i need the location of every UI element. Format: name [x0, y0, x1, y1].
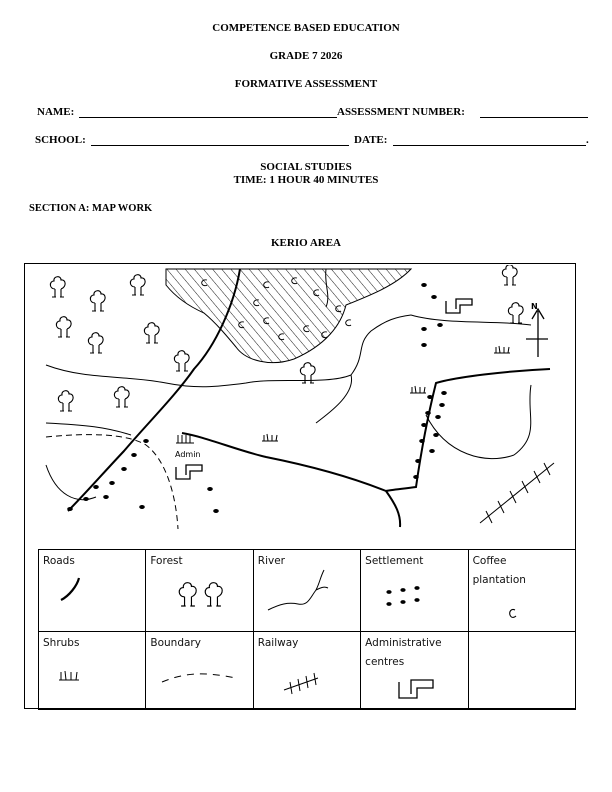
map-title: KERIO AREA — [271, 237, 341, 249]
key-label-admin: Administrative centres — [365, 637, 442, 668]
key-cell-forest: Forest — [145, 549, 254, 632]
section-title: SECTION A: MAP WORK — [29, 203, 153, 214]
date-label: DATE: — [354, 134, 388, 146]
header-title: COMPETENCE BASED EDUCATION — [212, 22, 400, 34]
key-cell-boundary: Boundary — [145, 631, 254, 710]
railway-symbol-icon — [283, 672, 318, 695]
key-cell-shrubs: Shrubs — [37, 631, 147, 710]
key-cell-settlement: Settlement — [360, 549, 469, 632]
shrub-symbol-icon — [59, 670, 79, 681]
date-end-mark: . — [586, 134, 589, 146]
road-symbol-icon — [60, 577, 81, 601]
railway — [479, 462, 555, 524]
key-label-railway: Railway — [257, 637, 299, 649]
key-label-forest: Forest — [150, 555, 183, 567]
header-grade: GRADE 7 2026 — [269, 50, 343, 62]
subject-time: TIME: 1 HOUR 40 MINUTES — [233, 174, 379, 186]
boundary-symbol-icon — [162, 673, 237, 683]
key-cell-admin: Administrative centres — [360, 631, 469, 710]
key-cell-railway: Railway — [252, 631, 362, 710]
key-label-settlement: Settlement — [365, 555, 424, 567]
school-field[interactable] — [91, 145, 349, 146]
roads — [67, 268, 551, 528]
rivers — [45, 268, 532, 501]
key-label-roads: Roads — [43, 555, 75, 567]
tree-symbol-icon — [179, 582, 224, 607]
river-symbol-icon — [267, 569, 329, 611]
name-label: NAME: — [37, 106, 75, 118]
boundary-line — [45, 434, 179, 530]
kerio-map: Admin N — [45, 265, 555, 530]
key-label-river: River — [257, 555, 285, 567]
key-cell-empty — [467, 631, 577, 710]
name-field[interactable] — [79, 117, 337, 118]
assessment-number-field[interactable] — [480, 117, 588, 118]
school-label: SCHOOL: — [35, 134, 86, 146]
shrubs — [261, 345, 511, 442]
key-cell-river: River — [252, 549, 362, 632]
key-label-coffee: Coffee plantation — [472, 555, 526, 586]
admin-centre-symbol-icon — [398, 679, 434, 699]
header-assessment: FORMATIVE ASSESSMENT — [234, 78, 378, 90]
coffee-symbol-icon — [508, 608, 516, 618]
assessment-number-label: ASSESSMENT NUMBER: — [337, 106, 465, 118]
admin-centres — [175, 298, 473, 480]
key-cell-roads: Roads — [37, 549, 147, 632]
key-label-boundary: Boundary — [150, 637, 201, 649]
admin-label: Admin — [175, 450, 201, 459]
key-label-shrubs: Shrubs — [43, 637, 80, 649]
forest-area — [165, 268, 413, 364]
subject-title: SOCIAL STUDIES — [260, 161, 352, 173]
north-arrow — [526, 307, 548, 357]
key-cell-coffee: Coffee plantation — [467, 549, 577, 632]
north-label: N — [531, 302, 538, 311]
date-field[interactable] — [393, 145, 586, 146]
map-key-table: Roads Forest River — [37, 549, 577, 710]
settlement-symbol-icon — [386, 586, 420, 606]
